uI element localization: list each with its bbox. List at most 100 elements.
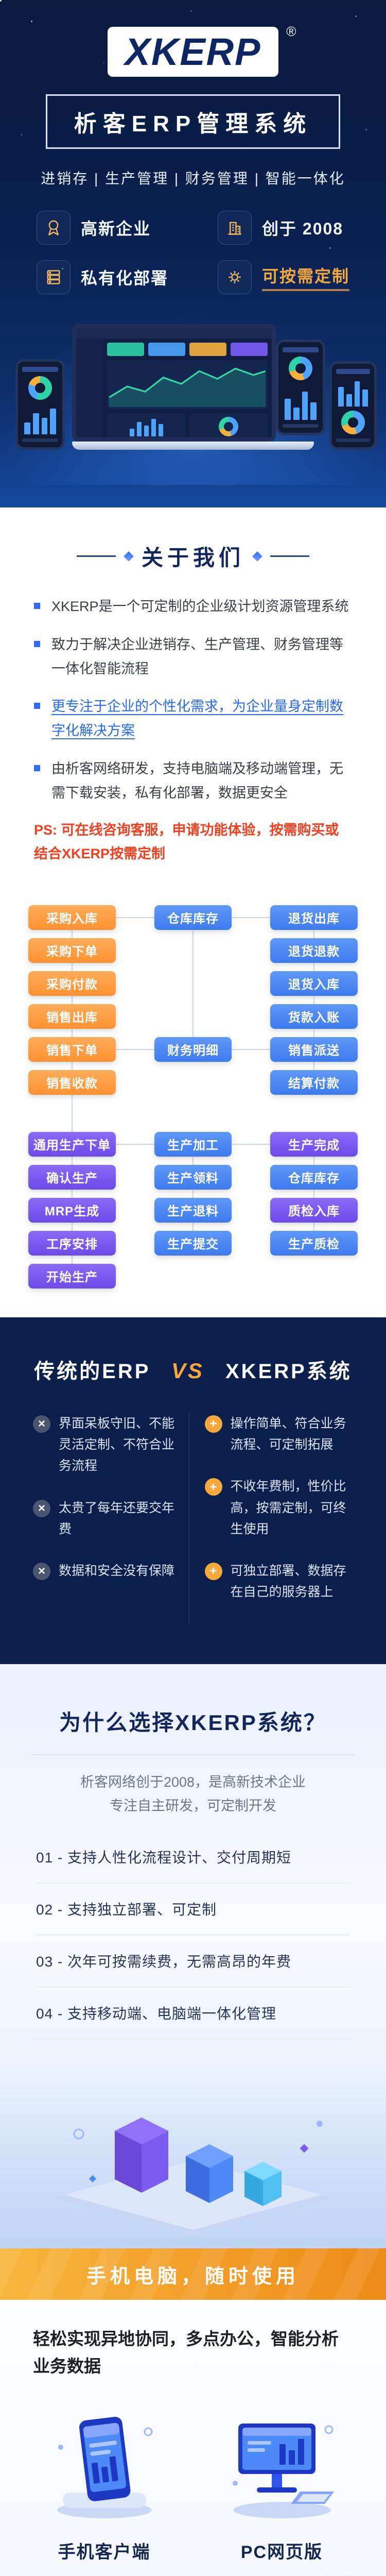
plus-circle-icon [204, 1563, 222, 1581]
badge-label: 可按需定制 [262, 263, 350, 292]
flow-node-payment-received: 货款入账 [270, 1004, 358, 1029]
about-section: 关于我们 XKERP是一个可定制的企业级计划资源管理系统 致力于解决企业进销存、… [0, 507, 386, 887]
gear-icon [218, 260, 252, 295]
xkerp-system-label: XKERP系统 [225, 1360, 352, 1383]
con-text: 数据和安全没有保障 [59, 1564, 175, 1579]
flow-node-sales-outbound: 销售出库 [28, 1004, 116, 1029]
flow-node-material-return: 生产退料 [154, 1197, 232, 1223]
flow-node-return-refund: 退货退款 [270, 938, 358, 963]
flow-node-qc-inbound: 质检入库 [270, 1197, 358, 1223]
product-subtitle: 析客ERP管理系统 [45, 94, 341, 149]
why-item: 01 - 支持人性化流程设计、交付周期短 [36, 1831, 350, 1884]
badge-private-deploy: 私有化部署 [36, 260, 168, 295]
pro-text: 可独立部署、数据存在自己的服务器上 [230, 1564, 346, 1600]
comparison-columns: 界面呆板守旧、不能灵活定制、不符合业务流程 太贵了每年还要交年费 数据和安全没有… [26, 1413, 360, 1624]
mobile-client-card: 手机客户端 业务员手机随时随地开单、轻松管理客户、销售行为一目了然 [15, 2398, 193, 2576]
phone-mockup-left [15, 359, 65, 450]
about-points: XKERP是一个可定制的企业级计划资源管理系统 致力于解决企业进销存、生产管理、… [0, 595, 386, 805]
pc-web-card: PC网页版 采购销售轻松管理生意，数据报表分析业务数据 [193, 2398, 371, 2576]
flow-node-warehouse-stock-2: 仓库库存 [270, 1164, 358, 1190]
traditional-erp-label: 传统的ERP [34, 1360, 150, 1383]
logo-text: XKERP [107, 27, 279, 77]
phone-illustration [23, 2398, 186, 2528]
phone-header-bar [336, 369, 370, 375]
laptop-screen [72, 324, 276, 442]
why-items-list: 01 - 支持人性化流程设计、交付周期短 02 - 支持独立部署、可定制 03 … [36, 1831, 350, 2040]
stat-cards [107, 343, 268, 357]
dashboard-main [103, 338, 272, 438]
about-point: XKERP是一个可定制的企业级计划资源管理系统 [34, 595, 352, 619]
laptop-mockup [72, 324, 314, 450]
why-intro-line1: 析客网络创于2008，是高新技术企业 [80, 1774, 306, 1790]
con-item: 太贵了每年还要交年费 [33, 1498, 182, 1540]
about-title: 关于我们 [141, 546, 244, 570]
flow-node-finance-detail: 财务明细 [154, 1037, 232, 1062]
erp-flowchart-section: 采购入库 仓库库存 退货出库 采购下单 退货退款 采购付款 退货入库 销售出库 … [0, 886, 386, 1317]
divider-line [31, 1754, 355, 1755]
product-screens-mockup [0, 315, 386, 485]
why-title: 为什么选择XKERP系统？ [59, 1710, 327, 1735]
flow-node-return-outbound: 退货出库 [270, 905, 358, 930]
mobile-pc-intro: 轻松实现异地协同，多点办公，智能分析业务数据 [33, 2329, 339, 2376]
text-line-placeholder [22, 438, 58, 443]
flow-node-purchase-payment: 采购付款 [28, 971, 116, 996]
dashboard-sidebar [76, 338, 103, 438]
bar-chart [336, 378, 370, 407]
founded-icon [218, 211, 252, 245]
con-item: 界面呆板守旧、不能灵活定制、不符合业务流程 [33, 1413, 182, 1477]
star-dots-decoration [0, 0, 2, 2]
flow-node-sales-receipt: 销售收款 [28, 1070, 116, 1095]
donut-chart [189, 413, 268, 438]
why-intro-line2: 专注自主研发，可定制开发 [110, 1798, 276, 1814]
about-point: 由析客网络研发，支持电脑端及移动端管理，无需下载安装，私有化部署，数据更安全 [34, 757, 352, 806]
laptop-base [72, 442, 314, 450]
cons-column: 界面呆板守旧、不能灵活定制、不符合业务流程 太贵了每年还要交年费 数据和安全没有… [26, 1413, 189, 1624]
badge-label: 创于 2008 [262, 219, 344, 239]
cross-circle-icon [33, 1415, 50, 1433]
comparison-section: 传统的ERP VS XKERP系统 界面呆板守旧、不能灵活定制、不符合业务流程 … [0, 1317, 386, 1664]
flow-node-process-schedule: 工序安排 [28, 1230, 116, 1256]
donut-chart [28, 376, 52, 400]
badge-customizable: 可按需定制 [218, 260, 350, 295]
flow-node-production-complete: 生产完成 [270, 1131, 358, 1157]
bar-chart [22, 404, 58, 435]
flow-node-production-order: 通用生产下单 [28, 1131, 116, 1157]
badge-hightech: 高新企业 [36, 211, 168, 245]
mobile-client-title: 手机客户端 [58, 2543, 151, 2563]
why-choose-section: 为什么选择XKERP系统？ 析客网络创于2008，是高新技术企业 专注自主研发，… [0, 1664, 386, 2249]
why-item: 02 - 支持独立部署、可定制 [36, 1883, 350, 1936]
banner-title: 手机电脑，随时使用 [86, 2265, 300, 2287]
comparison-title: 传统的ERP VS XKERP系统 [26, 1354, 360, 1384]
mobile-pc-section: 手机电脑，随时使用 轻松实现异地协同，多点办公，智能分析业务数据 [0, 2248, 386, 2576]
diamond-icon [252, 551, 262, 562]
server-icon [36, 260, 71, 295]
about-point-highlight: 更专注于企业的个性化需求，为企业量身定制数字化解决方案 [34, 694, 352, 743]
pro-item: 不收年费制，性价比高，按需定制，可终生使用 [204, 1476, 354, 1540]
badge-label: 私有化部署 [80, 269, 168, 288]
title-line-decoration [270, 555, 309, 557]
donut-chart [289, 357, 312, 381]
pro-text: 不收年费制，性价比高，按需定制，可终生使用 [230, 1479, 346, 1536]
pros-column: 操作简单、符合业务流程、可定制拓展 不收年费制，性价比高，按需定制，可终生使用 … [188, 1413, 361, 1624]
flow-node-confirm-production: 确认生产 [28, 1164, 116, 1190]
mobile-client-desc: 业务员手机随时随地开单、轻松管理客户、销售行为一目了然 [27, 2571, 182, 2576]
bar-chart [283, 384, 319, 420]
dashboard-body [76, 338, 272, 438]
flow-node-production-qc: 生产质检 [270, 1230, 358, 1256]
flow-node-purchase-inbound: 采购入库 [28, 905, 116, 930]
flow-node-sales-delivery: 销售派送 [270, 1037, 358, 1062]
con-text: 太贵了每年还要交年费 [59, 1500, 175, 1536]
feature-badges: 高新企业 创于 2008 私有化部署 可按需定制 [36, 211, 350, 295]
why-item: 04 - 支持移动端、电脑端一体化管理 [36, 1987, 350, 2040]
cross-circle-icon [33, 1499, 50, 1517]
title-line-decoration [76, 555, 116, 557]
pro-item: 可独立部署、数据存在自己的服务器上 [204, 1561, 354, 1603]
flow-node-warehouse-stock: 仓库库存 [154, 905, 232, 930]
con-item: 数据和安全没有保障 [33, 1561, 182, 1582]
flow-node-purchase-order: 采购下单 [28, 938, 116, 963]
flow-node-return-inbound: 退货入库 [270, 971, 358, 996]
pc-web-desc: 采购销售轻松管理生意，数据报表分析业务数据 [205, 2571, 359, 2576]
flow-node-production-submit: 生产提交 [154, 1230, 232, 1256]
flow-node-start-production: 开始生产 [28, 1263, 116, 1289]
